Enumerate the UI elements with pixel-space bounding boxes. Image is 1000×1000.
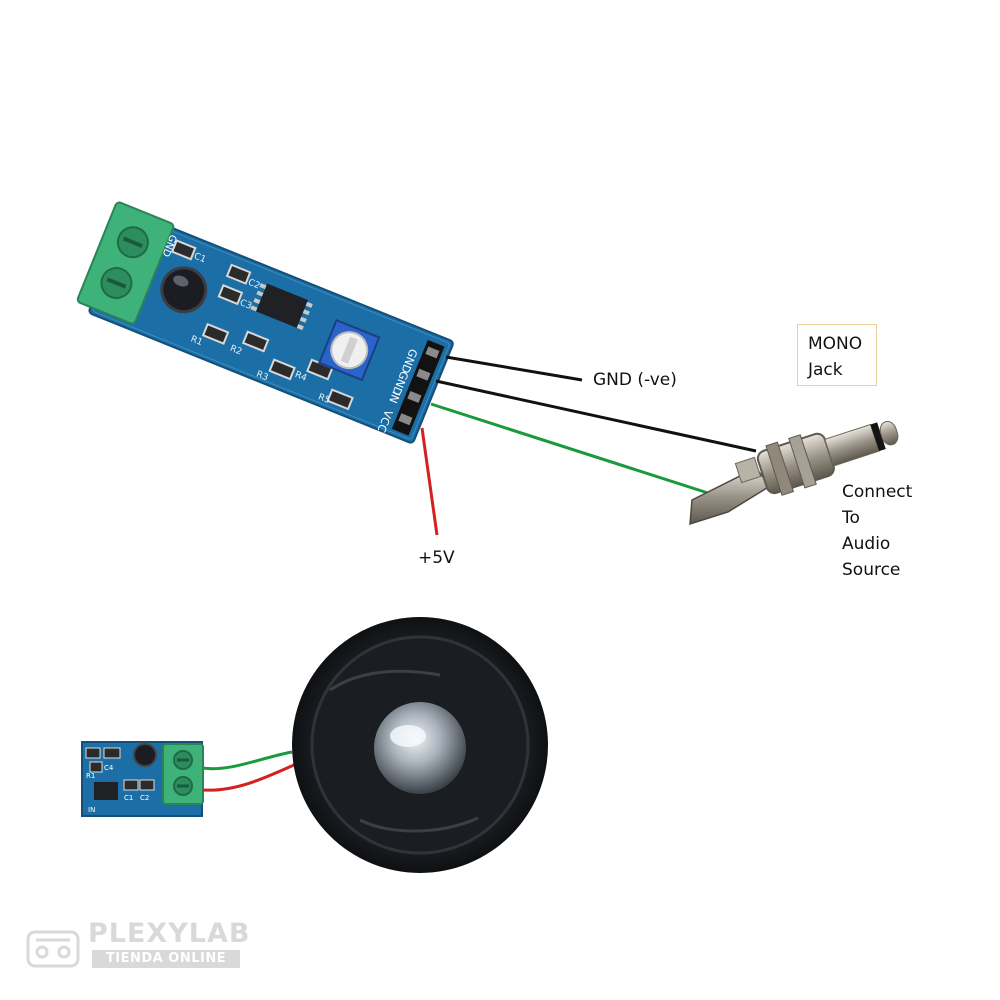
speaker xyxy=(292,617,548,873)
watermark-name: PLEXYLAB xyxy=(88,918,251,949)
wire-signal xyxy=(430,402,709,495)
watermark-tagline: TIENDA ONLINE xyxy=(92,950,240,968)
connect-label-line-2: To xyxy=(842,508,860,528)
vcc-label: +5V xyxy=(418,548,455,568)
svg-text:R1: R1 xyxy=(86,772,95,780)
speaker-wire-red xyxy=(202,762,297,792)
connect-label-line-3: Audio xyxy=(842,534,891,554)
wire-vcc xyxy=(420,427,439,536)
pin-label-in: IN xyxy=(386,389,402,405)
svg-text:R2: R2 xyxy=(228,344,243,358)
mono-jack-label-line-1: MONO xyxy=(808,334,863,354)
jack-sleeve xyxy=(824,423,880,467)
mono-jack-label-line-2: Jack xyxy=(808,360,843,380)
wires xyxy=(420,355,757,536)
smd-components xyxy=(170,239,354,411)
small-screw-terminal xyxy=(162,743,204,805)
screw-terminal xyxy=(76,201,175,325)
svg-text:C2: C2 xyxy=(246,278,261,292)
svg-text:C4: C4 xyxy=(104,764,114,772)
gnd-label: GND (-ve) xyxy=(593,370,677,390)
plexylab-logo-icon xyxy=(26,930,80,968)
wire-gnd-label xyxy=(445,355,583,382)
connect-label-line-4: Source xyxy=(842,560,901,580)
speaker-wires xyxy=(202,750,297,792)
svg-text:C2: C2 xyxy=(140,794,149,802)
svg-text:C1: C1 xyxy=(124,794,133,802)
svg-text:C3: C3 xyxy=(238,298,253,312)
svg-text:R4: R4 xyxy=(293,370,308,384)
svg-text:R5: R5 xyxy=(317,392,332,406)
svg-text:R1: R1 xyxy=(189,334,204,348)
amplifier-ic xyxy=(250,283,313,331)
amplifier-board: GND GND IN VCC GND C1 C2 C3 R1 R2 R3 R4 … xyxy=(76,201,454,444)
header-pins xyxy=(391,339,445,436)
electrolytic-capacitor xyxy=(160,266,208,314)
potentiometer xyxy=(317,318,381,382)
connect-label-line-1: Connect xyxy=(842,482,913,502)
jack-tip xyxy=(879,420,899,446)
part-labels: C1 C2 C3 R1 R2 R3 R4 R5 xyxy=(189,252,332,407)
connect-label: Connect To Audio Source xyxy=(842,479,912,583)
speaker-wire-green xyxy=(202,750,293,771)
speaker-cone xyxy=(374,702,466,794)
mono-jack xyxy=(689,420,899,526)
svg-text:R3: R3 xyxy=(255,370,270,384)
small-capacitor xyxy=(133,743,157,767)
svg-text:IN: IN xyxy=(88,806,95,814)
svg-text:C1: C1 xyxy=(192,252,207,266)
small-amplifier-board: R1 C4 C1 C2 IN xyxy=(81,741,204,817)
mono-jack-label: MONO Jack xyxy=(797,324,877,386)
wire-gnd-jack xyxy=(435,379,757,453)
jack-insulator xyxy=(870,422,886,452)
